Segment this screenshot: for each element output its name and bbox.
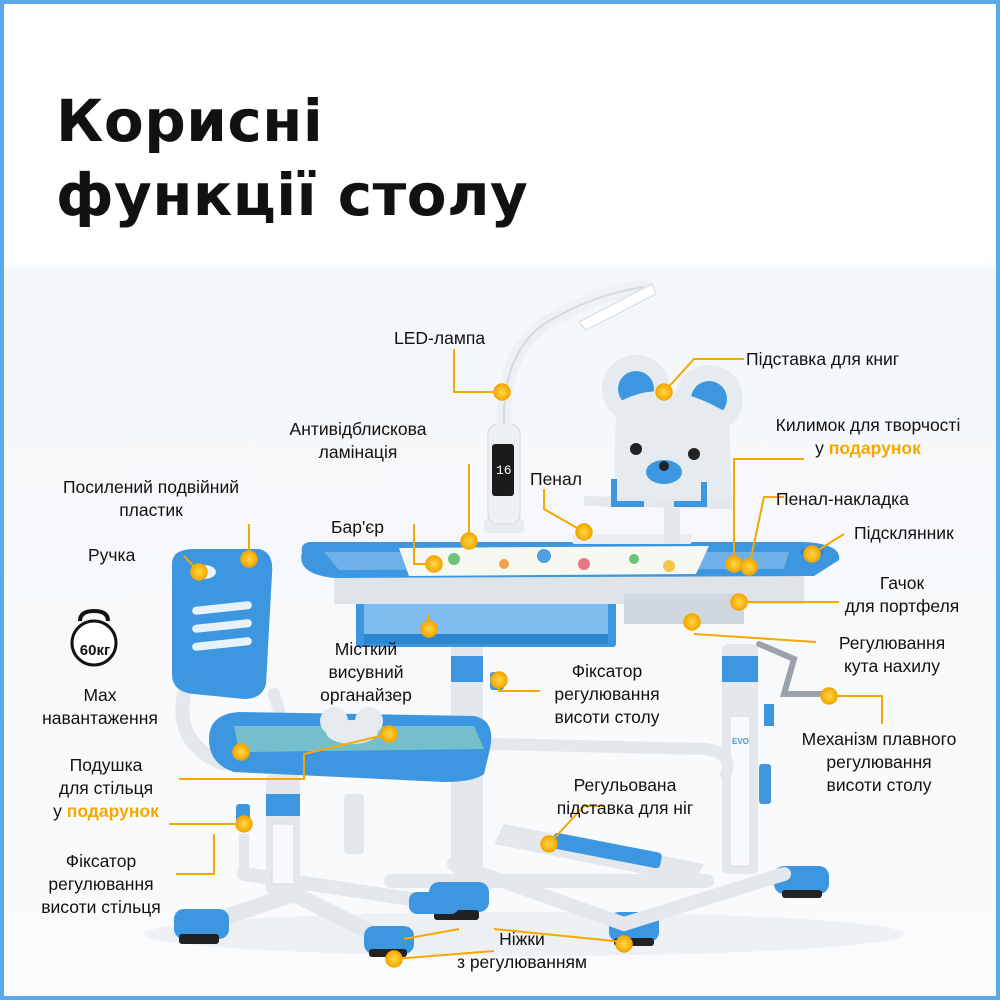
marker-legs-desk — [615, 935, 633, 953]
label-bag-hook: Гачок для портфеля — [844, 573, 960, 616]
label-led-lamp: LED-лампа — [394, 328, 486, 348]
marker-creative-mat — [725, 555, 743, 573]
title-line-2: функції столу — [56, 161, 529, 229]
marker-book-stand — [655, 383, 673, 401]
marker-cushion-right — [380, 725, 398, 743]
svg-text:16: 16 — [496, 463, 512, 478]
label-book-stand: Підставка для книг — [746, 349, 900, 369]
title-line-1: Корисні — [56, 87, 324, 155]
label-max-load: Max навантаження — [42, 685, 158, 728]
label-legs: Ніжки з регулюванням — [456, 929, 588, 972]
label-reinforced-plastic: Посилений подвійний пластик — [62, 477, 240, 520]
label-cup-holder: Підсклянник — [854, 523, 954, 543]
kettlebell-icon — [70, 608, 118, 667]
desk-illustration: EVO — [144, 280, 904, 968]
callout-markers — [190, 383, 838, 968]
marker-anti-glare — [460, 532, 478, 550]
floor-shadow — [144, 912, 904, 956]
marker-pencil-overlay — [740, 558, 758, 576]
label-cushion: Подушка для стільця у подарунок — [53, 755, 159, 821]
marker-led-lamp — [493, 383, 511, 401]
label-barrier: Бар'єр — [331, 517, 384, 537]
label-pencil-case: Пенал — [530, 469, 582, 489]
gift-highlight: подарунок — [828, 438, 921, 458]
marker-smooth-mechanism — [820, 687, 838, 705]
svg-text:EVO: EVO — [732, 737, 749, 746]
gift-highlight: подарунок — [66, 801, 159, 821]
marker-organizer — [420, 620, 438, 638]
creative-mat — [399, 546, 709, 576]
label-tilt: Регулювання кута нахилу — [838, 633, 946, 676]
desk-foot-pad-right — [782, 890, 822, 898]
label-pencil-overlay: Пенал-накладка — [776, 489, 909, 509]
label-footrest: Регульована підставка для ніг — [556, 775, 694, 818]
desk: EVO — [301, 534, 840, 946]
footrest-bar — [552, 832, 662, 869]
marker-tilt — [683, 613, 701, 631]
label-desk-lock: Фіксатор регулювання висоти столу — [554, 661, 660, 727]
weight-badge: 60кг — [79, 642, 111, 659]
label-handle: Ручка — [88, 545, 136, 565]
label-smooth-mechanism: Механізм плавного регулювання висоти сто… — [801, 729, 957, 795]
leader-lines — [169, 349, 883, 960]
marker-barrier — [425, 555, 443, 573]
marker-pencil-case — [575, 523, 593, 541]
marker-footrest — [540, 835, 558, 853]
marker-desk-lock — [490, 671, 508, 689]
marker-handle — [190, 563, 208, 581]
page-title: Корисні функції столу — [56, 84, 528, 232]
label-chair-lock: Фіксатор регулювання висоти стільця — [41, 851, 161, 917]
marker-bag-hook — [730, 593, 748, 611]
label-organizer: Місткий висувний органайзер — [320, 639, 412, 705]
marker-cushion-left — [232, 743, 250, 761]
marker-chair-lock — [235, 815, 253, 833]
marker-cup-holder — [803, 545, 821, 563]
marker-legs-chair — [385, 950, 403, 968]
marker-reinforced — [240, 550, 258, 568]
label-anti-glare: Антивідблискова ламінація — [289, 419, 427, 462]
label-creative-mat: Килимок для творчості у подарунок — [775, 415, 961, 458]
book-stand — [584, 355, 743, 544]
lamp-display — [492, 444, 514, 496]
